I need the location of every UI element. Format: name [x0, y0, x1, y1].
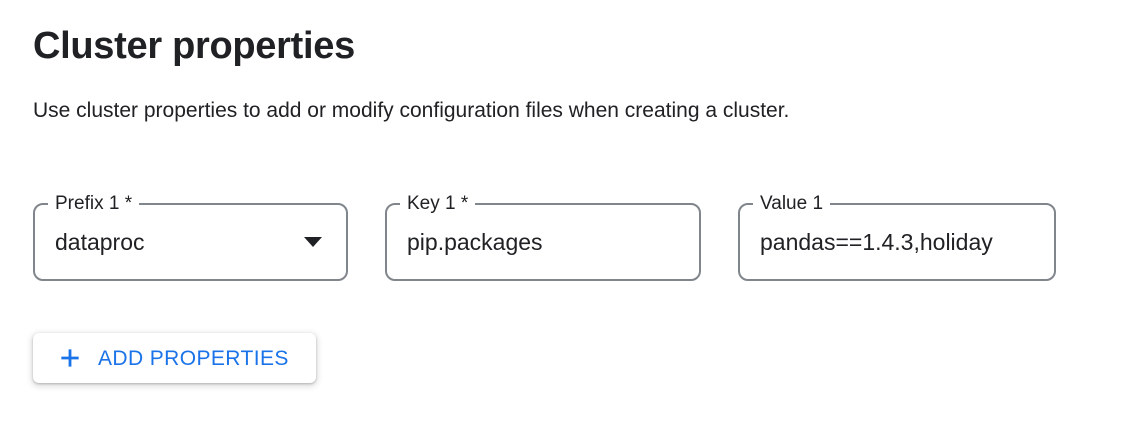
add-properties-button[interactable]: ADD PROPERTIES [33, 333, 316, 383]
value-field: Value 1 [738, 192, 1056, 281]
plus-icon [61, 349, 79, 367]
prefix-select[interactable]: Prefix 1 * dataproc [33, 192, 348, 281]
prefix-select-label: Prefix 1 * [48, 192, 140, 216]
dropdown-arrow-icon [304, 237, 322, 247]
key-input[interactable] [387, 205, 699, 279]
value-field-label: Value 1 [753, 192, 831, 216]
add-properties-button-label: ADD PROPERTIES [98, 346, 289, 370]
prefix-select-value: dataproc [55, 228, 145, 255]
page-title: Cluster properties [33, 25, 355, 67]
property-row-1: Prefix 1 * dataproc Key 1 * Value 1 [33, 192, 1122, 281]
key-field-label: Key 1 * [400, 192, 476, 216]
value-input[interactable] [740, 205, 1054, 279]
page-description: Use cluster properties to add or modify … [33, 99, 790, 122]
key-field: Key 1 * [385, 192, 701, 281]
